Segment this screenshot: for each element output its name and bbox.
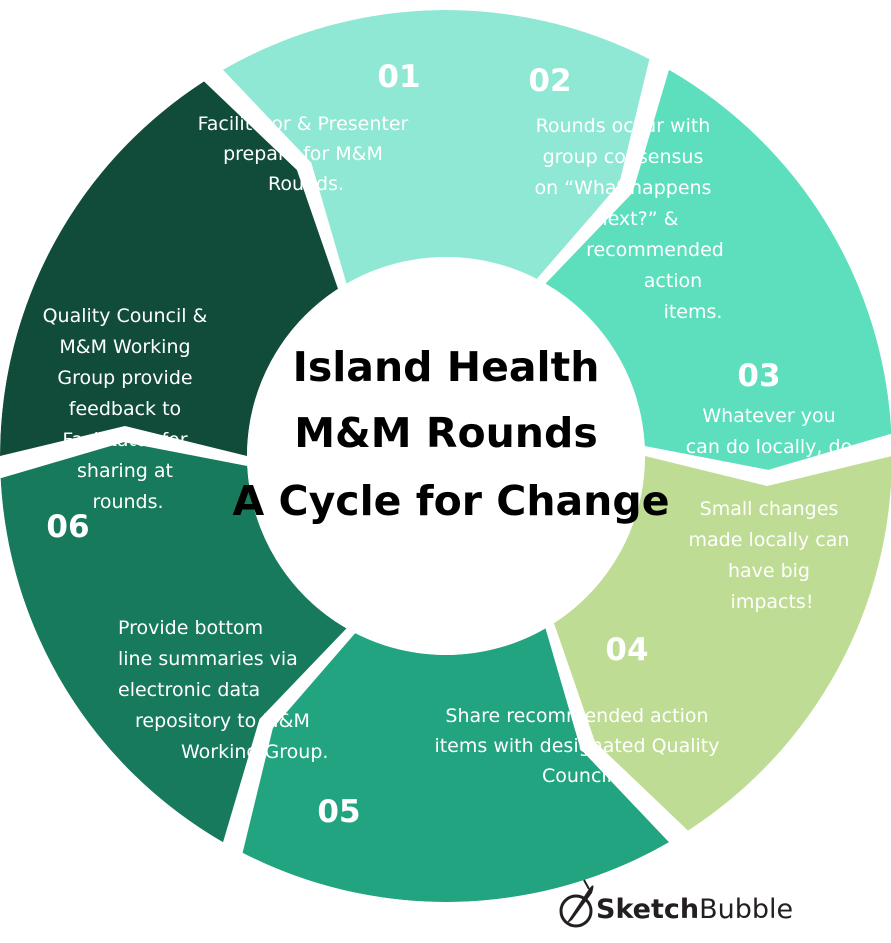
step-06-number: 06	[46, 509, 89, 545]
segment-05	[0, 442, 347, 843]
step-06: 06 Quality Council & M&M Working Group p…	[43, 305, 214, 545]
segment-03	[553, 456, 891, 831]
step-06-text: Quality Council & M&M Working Group prov…	[43, 305, 214, 513]
step-03: 03 Whatever you can do locally, do it! S…	[686, 358, 859, 613]
diagram-title: Island Health M&M Rounds A Cycle for Cha…	[232, 343, 669, 525]
step-04-text: Share recommended action items with desi…	[434, 705, 725, 787]
cycle-segments	[0, 10, 891, 902]
step-04: 04 Share recommended action items with d…	[434, 632, 725, 787]
feather-pen-icon	[559, 879, 594, 928]
step-05: 05 Provide bottom line summaries via ele…	[118, 617, 361, 830]
logo-wordmark: SketchBubble	[596, 894, 793, 925]
step-05-text: Provide bottom line summaries via electr…	[118, 617, 328, 763]
step-01-text: Facilitator & Presenter prepare for M&M …	[198, 113, 415, 195]
step-03-number: 03	[737, 358, 780, 394]
title-line-2: M&M Rounds	[294, 409, 598, 457]
step-01-number: 01	[377, 59, 420, 95]
segment-01	[223, 10, 650, 284]
title-line-3: A Cycle for Change	[232, 477, 669, 525]
segment-02	[545, 69, 891, 470]
step-02-number: 02	[528, 63, 571, 99]
step-03-text: Whatever you can do locally, do it! Smal…	[686, 405, 859, 613]
segment-04	[242, 628, 669, 902]
step-01: 01 Facilitator & Presenter prepare for M…	[198, 59, 421, 195]
step-04-number: 04	[605, 632, 648, 668]
step-05-number: 05	[317, 794, 360, 830]
step-02-text: Rounds occur with group consensus on “Wh…	[535, 115, 730, 323]
step-02: 02 Rounds occur with group consensus on …	[528, 63, 730, 323]
segment-06	[0, 81, 339, 456]
center-disc	[247, 257, 645, 655]
sketchbubble-logo: SketchBubble	[559, 879, 793, 928]
title-line-1: Island Health	[293, 343, 600, 391]
